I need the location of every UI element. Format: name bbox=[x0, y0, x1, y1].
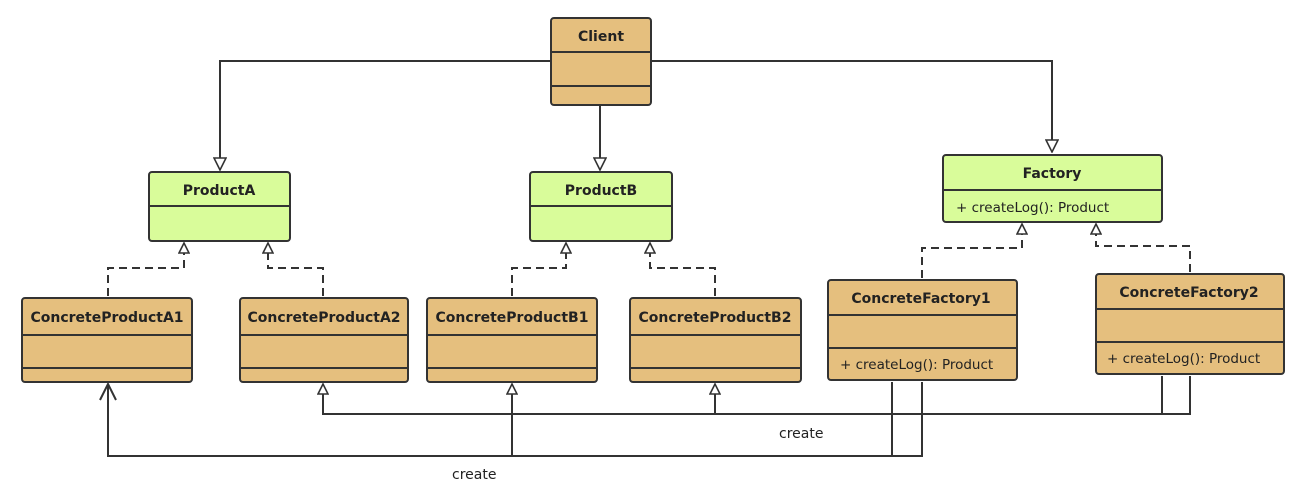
class-concrete-product-b1[interactable]: ConcreteProductB1 bbox=[426, 297, 598, 383]
class-method: + createLog(): Product bbox=[840, 357, 993, 373]
realization-factory2-factory bbox=[1096, 224, 1191, 272]
class-name: ProductB bbox=[565, 183, 637, 199]
dependency-factory1-product-a1 bbox=[108, 382, 923, 457]
realization-factory1-factory bbox=[921, 224, 1022, 278]
dependency-factory1-product-b1 bbox=[512, 382, 893, 457]
class-concrete-product-a1[interactable]: ConcreteProductA1 bbox=[21, 297, 193, 383]
class-method: + createLog(): Product bbox=[956, 200, 1109, 216]
class-product-a[interactable]: ProductA bbox=[148, 171, 291, 242]
class-concrete-product-a2[interactable]: ConcreteProductA2 bbox=[239, 297, 409, 383]
realization-b2-product-b bbox=[650, 243, 716, 296]
class-name: ConcreteFactory2 bbox=[1119, 285, 1258, 301]
class-name: ConcreteProductA1 bbox=[30, 310, 183, 326]
realization-a2-product-a bbox=[268, 243, 324, 296]
class-factory[interactable]: Factory + createLog(): Product bbox=[942, 154, 1163, 223]
class-name: ConcreteProductB1 bbox=[436, 310, 589, 326]
realization-b1-product-b bbox=[511, 243, 566, 296]
class-method: + createLog(): Product bbox=[1107, 351, 1260, 367]
class-name: ConcreteProductB2 bbox=[639, 310, 792, 326]
class-name: Client bbox=[578, 29, 624, 45]
association-client-factory bbox=[651, 60, 1052, 152]
class-name: ProductA bbox=[183, 183, 256, 199]
edge-label-create-upper: create bbox=[779, 426, 823, 442]
class-concrete-factory1[interactable]: ConcreteFactory1 + createLog(): Product bbox=[827, 279, 1018, 381]
class-name: Factory bbox=[1023, 166, 1082, 182]
realization-a1-product-a bbox=[107, 243, 184, 296]
class-product-b[interactable]: ProductB bbox=[529, 171, 673, 242]
class-concrete-product-b2[interactable]: ConcreteProductB2 bbox=[629, 297, 802, 383]
class-name: ConcreteProductA2 bbox=[247, 310, 400, 326]
edge-label-create-lower: create bbox=[452, 467, 496, 483]
dependency-factory2-product-b2 bbox=[715, 376, 1163, 415]
class-concrete-factory2[interactable]: ConcreteFactory2 + createLog(): Product bbox=[1095, 273, 1285, 375]
class-name: ConcreteFactory1 bbox=[851, 291, 990, 307]
association-client-product-a bbox=[220, 60, 551, 170]
class-client[interactable]: Client bbox=[550, 17, 652, 106]
